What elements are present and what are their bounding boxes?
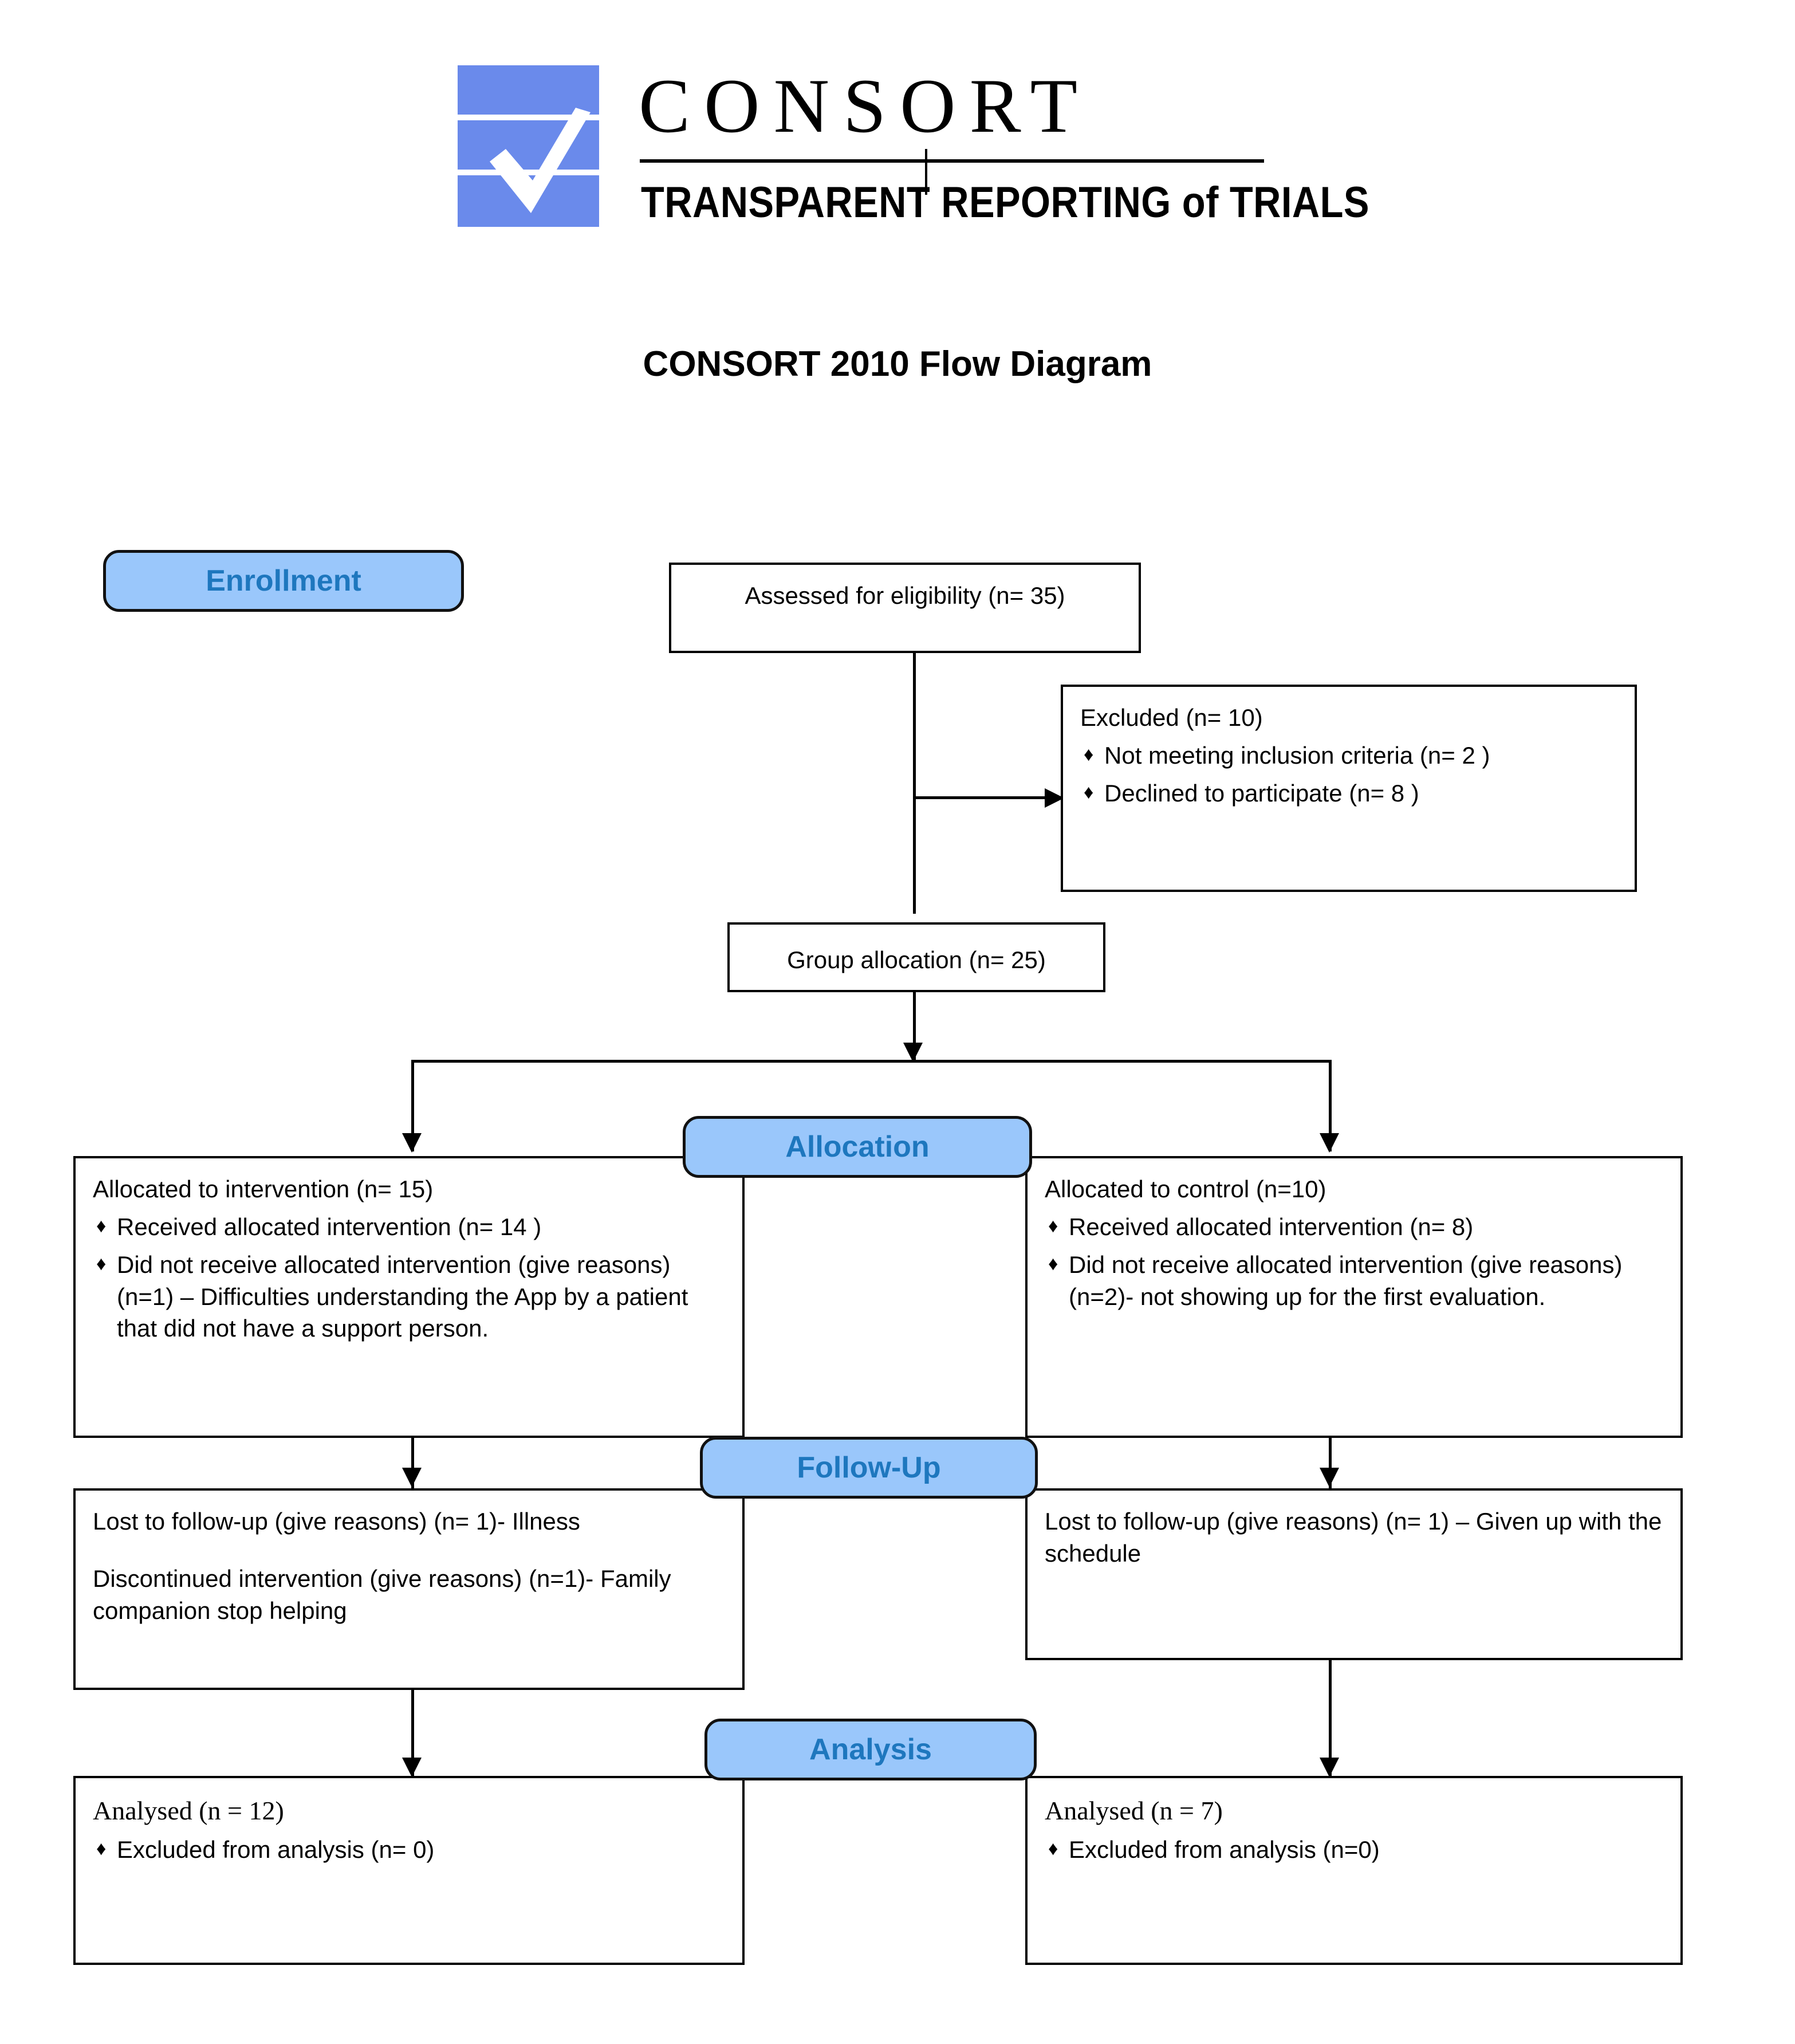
list-item-text: Did not receive allocated intervention (… [117,1251,688,1342]
stage-label-analysis: Analysis [704,1719,1037,1780]
node-followup-left-line2: Discontinued intervention (give reasons)… [93,1565,671,1624]
stage-label-enrollment: Enrollment [103,550,464,612]
diamond-bullet-icon: ♦ [96,1838,107,1860]
list-item-text: Declined to participate (n= 8 ) [1104,779,1419,807]
list-item: ♦ Declined to participate (n= 8 ) [1080,777,1622,809]
node-analysis-left-heading: Analysed (n = 12) [93,1796,284,1825]
node-alloc-left-bullets: ♦ Received allocated intervention (n= 14… [93,1211,730,1345]
node-assessed-for-eligibility: Assessed for eligibility (n= 35) [669,563,1141,653]
node-excluded: Excluded (n= 10) ♦ Not meeting inclusion… [1061,685,1637,892]
stage-label-followup: Follow-Up [700,1437,1038,1499]
node-analysis-control: Analysed (n = 7) ♦ Excluded from analysi… [1025,1776,1683,1965]
arrowhead-analysis-left [402,1758,422,1777]
node-excluded-bullets: ♦ Not meeting inclusion criteria (n= 2 )… [1080,740,1622,809]
node-followup-left-line1: Lost to follow-up (give reasons) (n= 1)-… [93,1508,580,1535]
node-excluded-heading: Excluded (n= 10) [1080,704,1263,731]
diamond-bullet-icon: ♦ [96,1214,107,1237]
list-item: ♦ Did not receive allocated intervention… [93,1249,730,1345]
arrowhead-analysis-right [1320,1758,1339,1777]
consort-tagline: TRANSPARENT REPORTING of TRIALS [641,178,1369,227]
node-alloc-right-bullets: ♦ Received allocated intervention (n= 8)… [1045,1211,1668,1313]
node-followup-right-line1: Lost to follow-up (give reasons) (n= 1) … [1045,1508,1662,1567]
connector-allocright-to-followup [1329,1402,1332,1488]
connector-to-excluded [913,796,1050,799]
list-item: ♦ Received allocated intervention (n= 8) [1045,1211,1668,1243]
node-analysis-right-heading: Analysed (n = 7) [1045,1796,1223,1825]
arrowhead-followup-right [1320,1468,1339,1487]
diamond-bullet-icon: ♦ [1084,743,1094,765]
consort-logo: CONSORT TRANSPARENT REPORTING of TRIALS [455,63,1369,241]
list-item: ♦ Received allocated intervention (n= 14… [93,1211,730,1243]
arrowhead-followup-left [402,1468,422,1487]
diamond-bullet-icon: ♦ [1048,1214,1058,1237]
list-item: ♦ Excluded from analysis (n= 0) [93,1834,730,1866]
list-item-text: Not meeting inclusion criteria (n= 2 ) [1104,741,1490,769]
connector-split-left-down [411,1060,414,1151]
logo-tick-mark [925,149,927,195]
list-item-text: Did not receive allocated intervention (… [1069,1251,1623,1310]
list-item-text: Received allocated intervention (n= 8) [1069,1213,1474,1240]
arrowhead-alloc-left [402,1133,422,1153]
list-item-text: Received allocated intervention (n= 14 ) [117,1213,542,1240]
node-alloc-right-heading: Allocated to control (n=10) [1045,1176,1326,1202]
arrowhead-alloc-right [1320,1133,1339,1153]
logo-divider [640,159,1264,163]
node-analysis-right-bullets: ♦ Excluded from analysis (n=0) [1045,1834,1668,1866]
consort-wordmark: CONSORT TRANSPARENT REPORTING of TRIALS [639,63,1369,229]
connector-followright-to-analysis [1329,1650,1332,1776]
stage-label-allocation-text: Allocation [785,1130,930,1163]
list-item: ♦ Not meeting inclusion criteria (n= 2 ) [1080,740,1622,772]
node-allocated-control: Allocated to control (n=10) ♦ Received a… [1025,1156,1683,1438]
connector-followleft-to-analysis [411,1684,414,1776]
stage-label-enrollment-text: Enrollment [206,564,361,598]
diamond-bullet-icon: ♦ [1048,1838,1058,1860]
connector-assessed-down [913,653,916,914]
stage-label-followup-text: Follow-Up [797,1451,941,1484]
node-group-allocation: Group allocation (n= 25) [727,922,1105,992]
connector-split-horizontal [411,1060,1330,1063]
connector-allocleft-to-followup [411,1437,414,1488]
connector-group-down [913,991,916,1061]
node-followup-intervention: Lost to follow-up (give reasons) (n= 1)-… [73,1488,745,1690]
page-title: CONSORT 2010 Flow Diagram [643,344,1152,384]
connector-split-right-down [1329,1060,1332,1151]
node-group-allocation-heading: Group allocation (n= 25) [787,946,1046,973]
node-assessed-heading: Assessed for eligibility (n= 35) [745,582,1065,609]
node-analysis-intervention: Analysed (n = 12) ♦ Excluded from analys… [73,1776,745,1965]
node-followup-control: Lost to follow-up (give reasons) (n= 1) … [1025,1488,1683,1660]
list-item-text: Excluded from analysis (n=0) [1069,1836,1380,1864]
consort-checkmark-logo-icon [455,63,601,229]
diamond-bullet-icon: ♦ [1084,781,1094,803]
stage-label-analysis-text: Analysis [809,1733,932,1766]
list-item: ♦ Did not receive allocated intervention… [1045,1249,1668,1313]
list-item: ♦ Excluded from analysis (n=0) [1045,1834,1668,1866]
node-alloc-left-heading: Allocated to intervention (n= 15) [93,1176,434,1202]
stage-label-allocation: Allocation [683,1116,1032,1178]
arrowhead-group-down [903,1043,923,1062]
node-allocated-intervention: Allocated to intervention (n= 15) ♦ Rece… [73,1156,745,1438]
diamond-bullet-icon: ♦ [1048,1252,1058,1275]
consort-word: CONSORT [639,64,1092,149]
list-item-text: Excluded from analysis (n= 0) [117,1836,435,1864]
node-analysis-left-bullets: ♦ Excluded from analysis (n= 0) [93,1834,730,1866]
diamond-bullet-icon: ♦ [96,1252,107,1275]
